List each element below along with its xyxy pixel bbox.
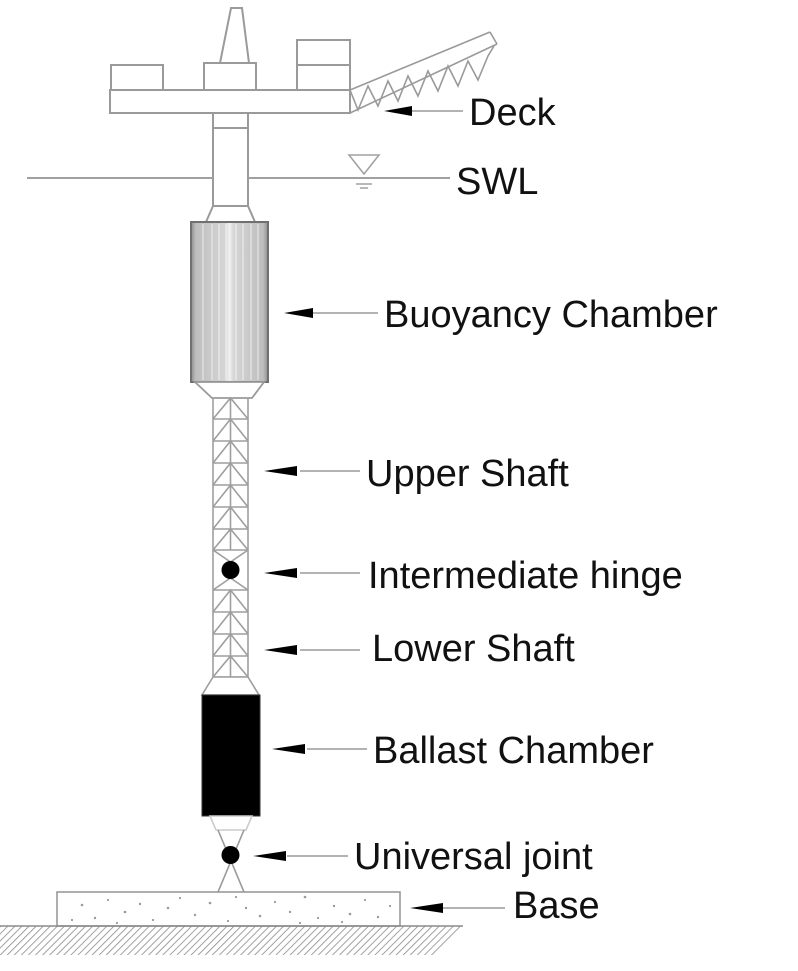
intermediate-hinge-icon [221,561,240,579]
arrow-ballast-icon [272,744,305,754]
seabed [0,926,463,955]
buoyancy-chamber [190,221,269,399]
leader-lines [253,106,505,913]
crane-boom [349,31,498,114]
ballast-chamber [201,694,261,817]
universal-joint-icon [221,846,240,864]
label-universal-joint: Universal joint [354,836,593,878]
deck-column [212,112,249,129]
label-base: Base [513,885,600,927]
arrow-deck-icon [384,106,412,116]
arrow-universal-joint-icon [253,851,286,861]
arrow-base-icon [410,903,443,913]
deck-slab [109,89,351,114]
center-module [203,62,257,91]
lower-shaft-truss [200,588,261,696]
deck-structure [109,7,351,129]
arrow-hinge-icon [264,568,297,578]
label-ballast-chamber: Ballast Chamber [373,730,654,772]
arrow-buoyancy-icon [284,308,313,318]
right-module [296,39,351,66]
upper-shaft-truss [212,396,249,551]
upper-column [204,127,257,223]
label-swl: SWL [456,161,539,203]
swl-marker-icon [347,154,381,176]
derrick [218,7,251,64]
concrete-base [56,891,401,927]
left-module [110,64,164,91]
label-lower-shaft: Lower Shaft [372,628,575,670]
still-water-level [27,154,450,189]
label-buoyancy-chamber: Buoyancy Chamber [384,294,718,336]
arrow-upper-shaft-icon [264,466,297,476]
label-intermediate-hinge: Intermediate hinge [368,555,683,597]
label-upper-shaft: Upper Shaft [366,453,569,495]
label-deck: Deck [469,92,556,134]
arrow-lower-shaft-icon [264,645,297,655]
